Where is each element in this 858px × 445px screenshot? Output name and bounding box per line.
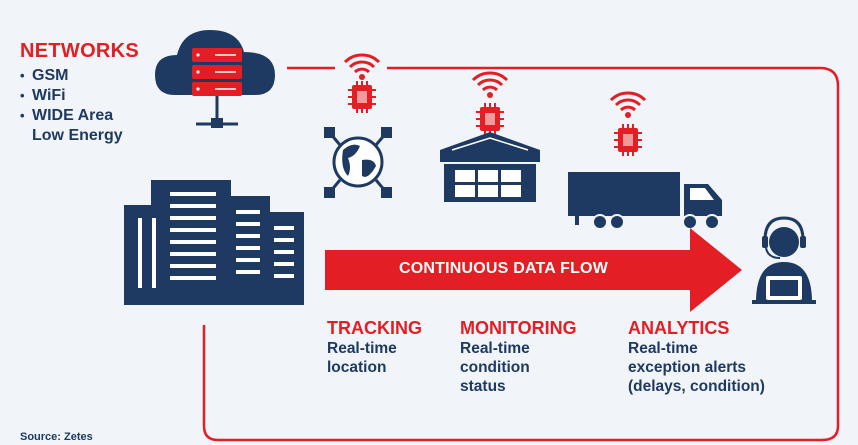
wifi-icon bbox=[471, 71, 509, 100]
wifi-icon bbox=[343, 53, 381, 82]
support-agent-icon bbox=[752, 216, 816, 304]
connection-loop bbox=[202, 66, 840, 442]
monitoring-line: Real-time bbox=[460, 340, 530, 357]
data-flow-arrow bbox=[325, 228, 742, 312]
tracking-line: location bbox=[327, 359, 387, 376]
monitoring-title: MONITORING bbox=[460, 318, 577, 338]
warehouse-icon bbox=[440, 132, 540, 202]
monitoring-line: condition bbox=[460, 359, 530, 376]
tracking-line: Real-time bbox=[327, 340, 397, 357]
column-analytics: ANALYTICS Real-time exception alerts (de… bbox=[628, 318, 765, 396]
column-monitoring: MONITORING Real-time condition status bbox=[460, 318, 577, 396]
column-tracking: TRACKING Real-time location bbox=[327, 318, 422, 377]
analytics-line: Real-time bbox=[628, 340, 698, 357]
globe-network-icon bbox=[324, 127, 392, 198]
networks-title: NETWORKS bbox=[20, 40, 140, 62]
tracking-title: TRACKING bbox=[327, 318, 422, 338]
chip-icon bbox=[475, 102, 505, 136]
network-item-wifi: WiFi bbox=[20, 86, 123, 106]
truck-icon bbox=[568, 172, 722, 230]
cloud-server-icon bbox=[155, 30, 275, 128]
wifi-icon bbox=[609, 91, 647, 120]
chip-icon bbox=[347, 80, 377, 114]
monitoring-line: status bbox=[460, 378, 506, 395]
analytics-line: (delays, condition) bbox=[628, 378, 765, 395]
office-buildings-icon bbox=[124, 180, 304, 305]
analytics-title: ANALYTICS bbox=[628, 318, 730, 338]
network-item-gsm: GSM bbox=[20, 66, 123, 86]
source-credit: Source: Zetes bbox=[20, 431, 93, 443]
chip-icon bbox=[613, 123, 643, 157]
analytics-line: exception alerts bbox=[628, 359, 747, 376]
data-flow-label: CONTINUOUS DATA FLOW bbox=[399, 260, 609, 277]
